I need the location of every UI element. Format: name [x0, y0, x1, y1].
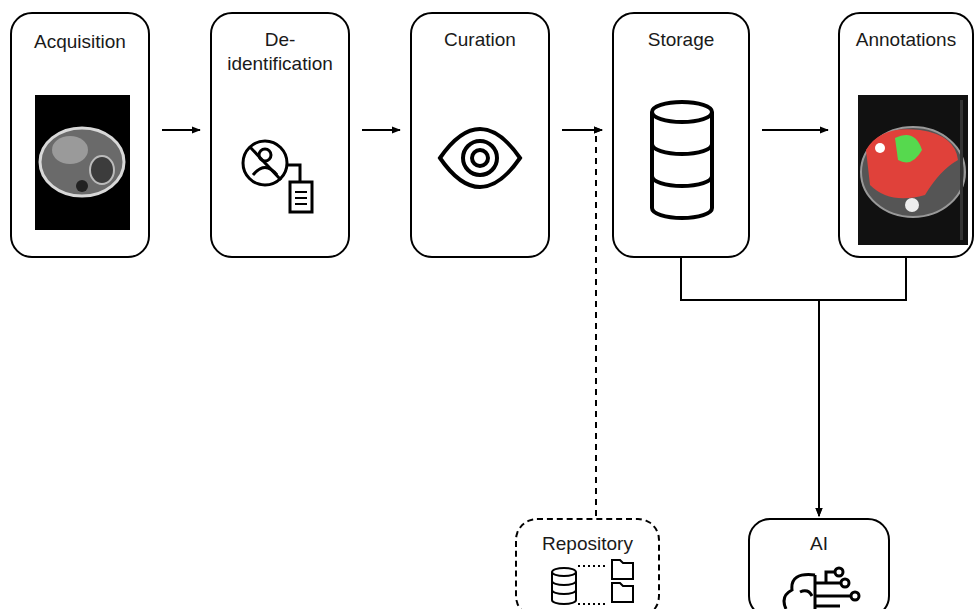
ai-brain-icon-part: [826, 572, 834, 583]
ct-image-part: [866, 129, 958, 198]
mri-image: [35, 95, 130, 230]
ct-image-part: [895, 135, 922, 163]
stage-box: Acquisition: [10, 12, 150, 258]
database-icon-part: [652, 102, 712, 122]
repository-icon-part: [552, 590, 576, 594]
ct-image-part: [875, 143, 885, 153]
ct-image-part: [861, 127, 965, 217]
ai-brain-icon-part: [814, 575, 817, 609]
mri-image-part: [90, 156, 114, 184]
repository-icon-part: [578, 603, 608, 605]
ai-brain-icon-part: [815, 595, 850, 598]
database-icon-part: [652, 144, 712, 154]
stage-box: De- identification: [210, 12, 350, 258]
deidentify-icon-part: [295, 203, 307, 205]
ai-brain-icon-part: [835, 568, 843, 576]
ai-brain-icon-part: [815, 605, 840, 608]
repository-icon-part: [552, 581, 576, 585]
node-title: Curation: [412, 28, 548, 52]
database-icon-part: [652, 176, 712, 186]
node-title: Acquisition: [12, 30, 148, 54]
repository-icon: [552, 560, 633, 604]
flow-arrow: [819, 258, 906, 516]
ai-brain-icon-part: [784, 575, 815, 609]
eye-icon: [440, 129, 520, 187]
node-title: Storage: [614, 28, 748, 52]
stage-box: Storage: [612, 12, 750, 258]
database-icon-part: [652, 112, 712, 218]
deidentify-icon-part: [243, 141, 287, 185]
deidentify-icon-part: [250, 147, 281, 180]
ai-brain-icon: [784, 568, 859, 609]
repository-icon-part: [552, 568, 576, 576]
flow-arrow: [162, 129, 200, 131]
mri-image-part: [40, 128, 124, 196]
repository-icon-part: [612, 583, 633, 602]
stage-box: Annotations: [838, 12, 974, 258]
eye-icon-part: [463, 141, 497, 175]
flow-arrow: [362, 129, 400, 131]
deidentify-icon: [243, 141, 312, 212]
eye-icon-part: [472, 150, 488, 166]
node-title: Repository: [517, 532, 658, 556]
eye-icon-part: [440, 129, 520, 187]
deidentify-icon-part: [295, 191, 307, 193]
mri-image-part: [52, 136, 88, 164]
ct-image-part: [858, 95, 968, 245]
deidentify-icon-part: [295, 197, 307, 199]
mri-image-part: [35, 95, 130, 230]
repository-icon-part: [612, 560, 633, 579]
repository-box: Repository: [515, 518, 660, 609]
ai-brain-icon-part: [841, 579, 849, 587]
database-icon: [652, 102, 712, 218]
deidentify-icon-part: [290, 182, 312, 212]
stage-box: Curation: [410, 12, 550, 258]
mri-image-part: [76, 180, 88, 192]
ai-brain-icon-part: [800, 591, 812, 596]
stage-box: AI: [748, 518, 890, 609]
node-title: AI: [750, 532, 888, 556]
flow-arrow: [762, 129, 828, 131]
ct-image-part: [905, 198, 919, 212]
flow-arrow: [681, 258, 819, 516]
deidentify-icon-part: [287, 165, 300, 182]
ct-image-part: [960, 100, 963, 240]
dashed-arrow: [596, 130, 602, 516]
ct-image: [858, 95, 968, 245]
node-title: Annotations: [840, 28, 972, 52]
node-title: De- identification: [212, 28, 348, 76]
ai-brain-icon-part: [851, 592, 859, 600]
repository-icon-part: [578, 565, 608, 567]
